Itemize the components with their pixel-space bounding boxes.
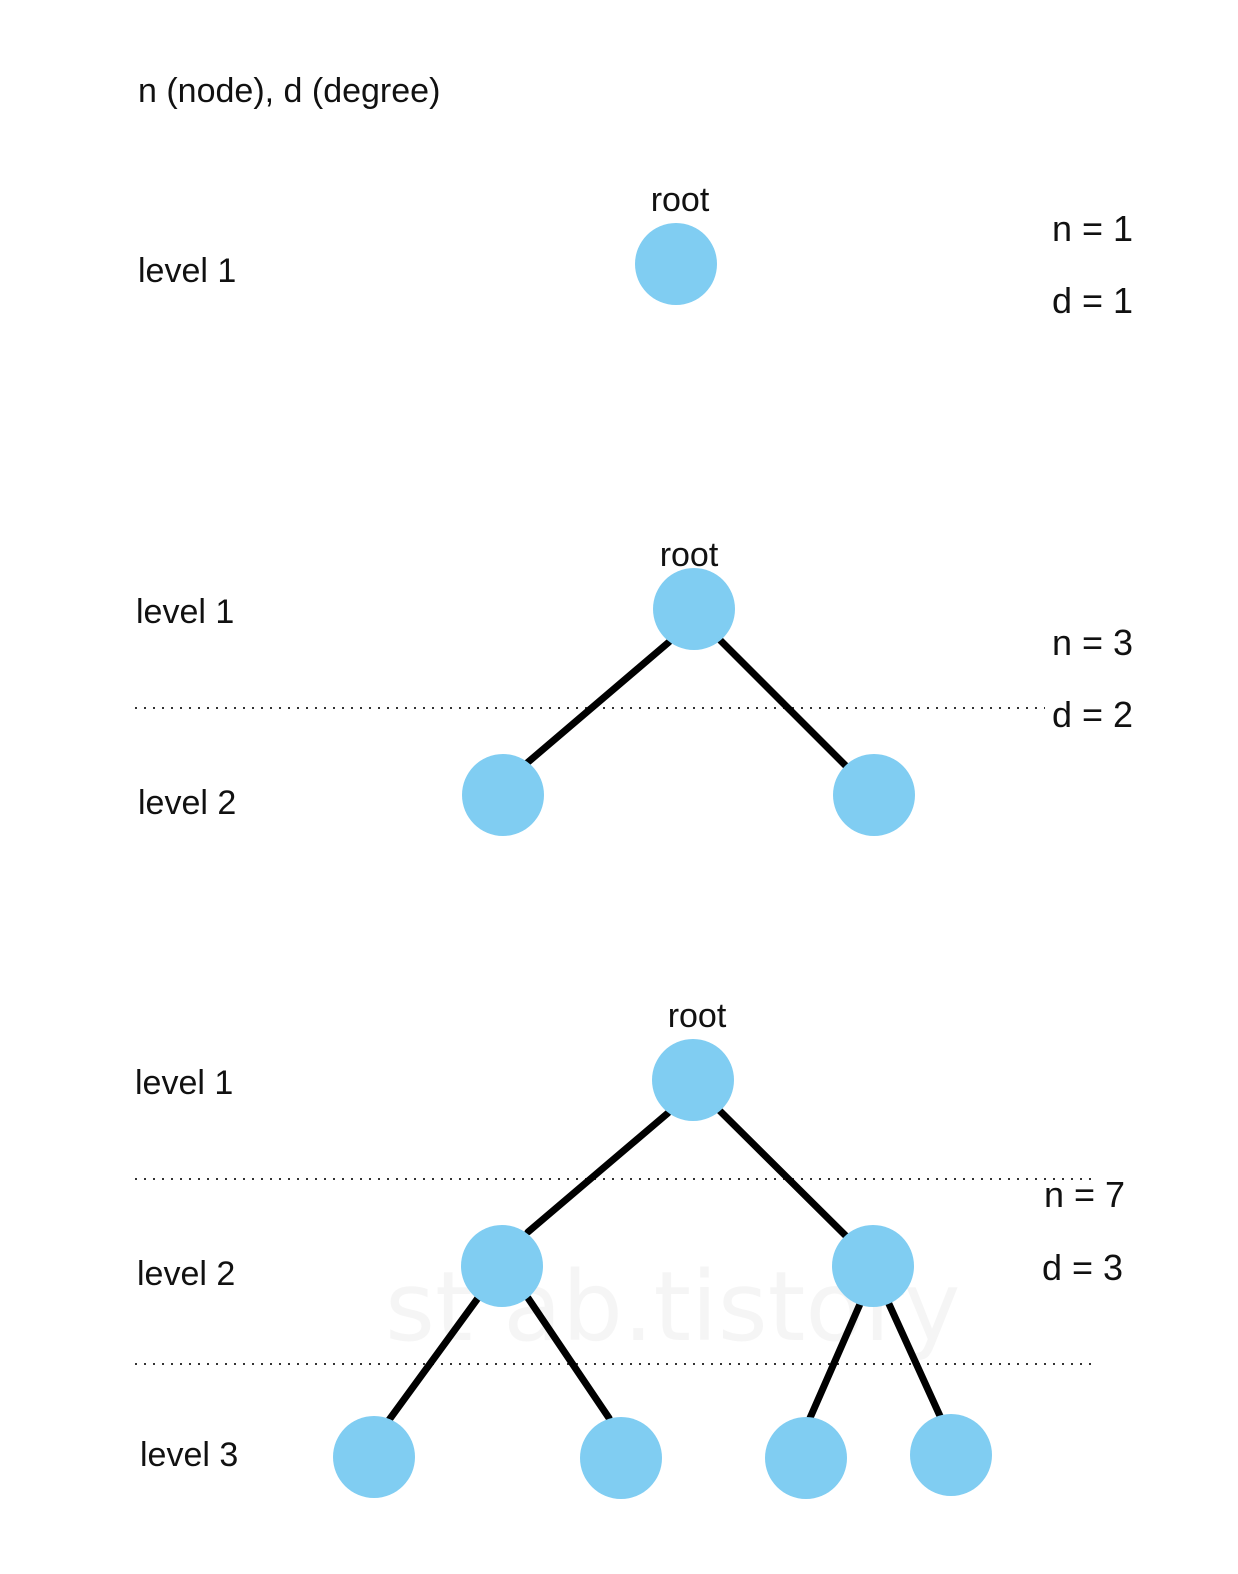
tree-3-level-2-left-node — [461, 1225, 543, 1307]
tree-2-edge-right — [715, 635, 850, 770]
tree-3-level-3-node-4 — [910, 1414, 992, 1496]
tree-2-edge-left — [523, 638, 673, 767]
tree-3-level-3-node-1 — [333, 1416, 415, 1498]
tree-2-root-node — [653, 568, 735, 650]
tree-3-edge-right-right — [885, 1300, 944, 1420]
tree-2: level 1 level 2 root n = 3 d = 2 — [135, 536, 1133, 836]
tree-3-level-2-right-node — [832, 1225, 914, 1307]
tree-3-edge-left-left — [385, 1294, 482, 1424]
tree-3-edge-right-left — [806, 1300, 864, 1422]
tree-2-root-label: root — [660, 536, 719, 574]
tree-2-degree: d = 2 — [1052, 694, 1133, 735]
tree-2-left-child-node — [462, 754, 544, 836]
tree-1-node-count: n = 1 — [1052, 208, 1133, 249]
tree-1: level 1 root n = 1 d = 1 — [138, 181, 1133, 321]
tree-3-level-3-label: level 3 — [140, 1436, 238, 1474]
tree-3-node-count: n = 7 — [1044, 1174, 1125, 1215]
tree-3-level-3-node-2 — [580, 1417, 662, 1499]
tree-3: level 1 level 2 level 3 root n = 7 d = 3 — [135, 997, 1125, 1499]
tree-3-level-1-label: level 1 — [135, 1064, 233, 1102]
tree-2-level-2-label: level 2 — [138, 784, 236, 822]
tree-2-level-1-label: level 1 — [136, 593, 234, 631]
tree-3-root-node — [652, 1039, 734, 1121]
tree-3-edge-root-right — [715, 1106, 850, 1240]
tree-1-root-label: root — [651, 181, 710, 219]
tree-3-root-label: root — [668, 997, 727, 1035]
tree-1-root-node — [635, 223, 717, 305]
tree-3-edge-root-left — [524, 1109, 672, 1236]
legend-text: n (node), d (degree) — [138, 72, 440, 110]
tree-3-level-3-node-3 — [765, 1417, 847, 1499]
tree-3-level-2-label: level 2 — [137, 1255, 235, 1293]
tree-2-node-count: n = 3 — [1052, 622, 1133, 663]
tree-3-degree: d = 3 — [1042, 1247, 1123, 1288]
tree-1-degree: d = 1 — [1052, 280, 1133, 321]
tree-1-level-1-label: level 1 — [138, 252, 236, 290]
tree-3-edge-left-right — [524, 1294, 613, 1422]
tree-2-right-child-node — [833, 754, 915, 836]
